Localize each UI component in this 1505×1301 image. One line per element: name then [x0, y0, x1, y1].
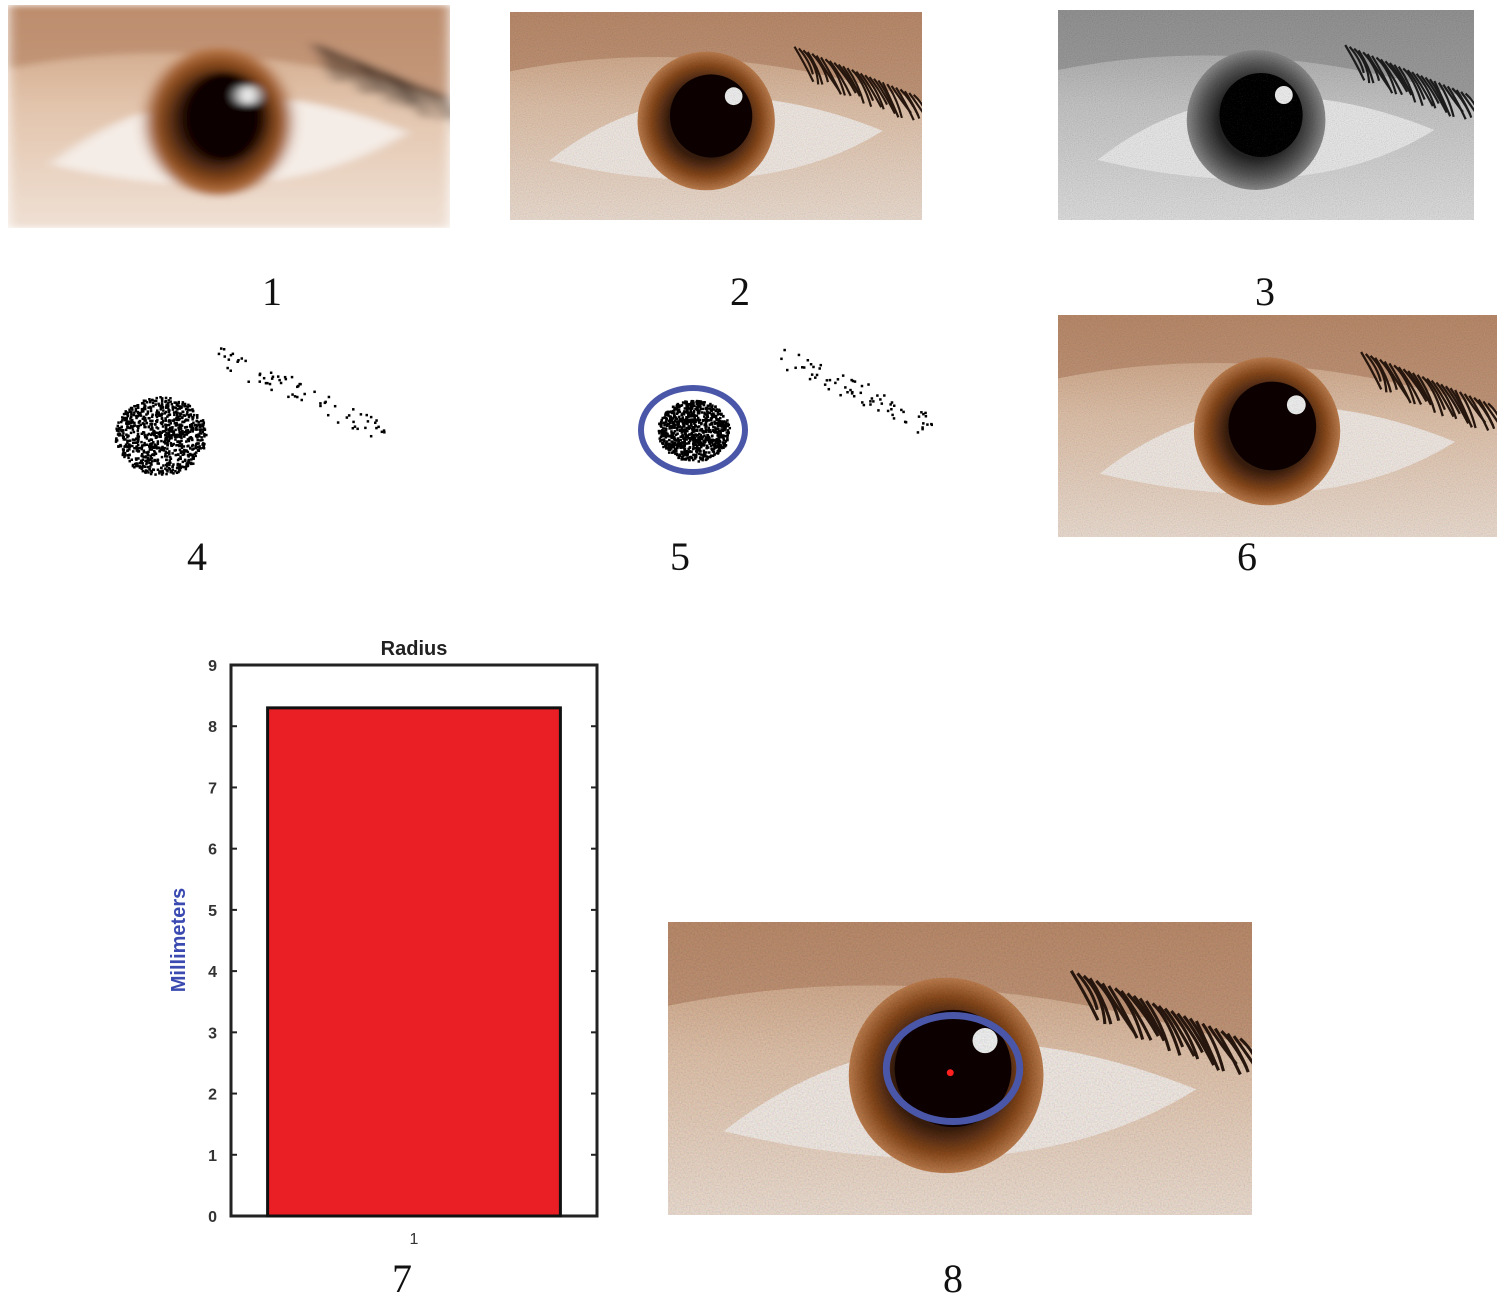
binary-points-with-circle-image [638, 348, 933, 475]
panel-3-grayscale-eye [1058, 10, 1474, 220]
restored-eye-image [1058, 315, 1497, 537]
x-tick-label: 1 [410, 1231, 419, 1248]
panel-label-1: 1 [262, 269, 282, 314]
grayscale-eye-image [1058, 10, 1474, 220]
highlight [238, 85, 258, 105]
detected-circle [638, 385, 748, 475]
highlight [1274, 86, 1293, 104]
pupil [669, 74, 753, 158]
y-tick-label: 6 [208, 842, 217, 859]
y-tick-label: 8 [208, 719, 217, 736]
highlight [972, 1028, 998, 1054]
y-tick-label: 9 [208, 658, 217, 675]
panel-8-eye-detected-pupil [668, 922, 1252, 1215]
y-tick-label: 5 [208, 903, 217, 920]
panel-label-5: 5 [670, 534, 690, 579]
panel-label-8: 8 [943, 1256, 963, 1301]
panel-label-6: 6 [1237, 534, 1257, 579]
pupil [1219, 73, 1303, 157]
y-tick-label: 7 [208, 780, 217, 797]
y-axis-label: Millimeters [168, 888, 190, 992]
eye-with-circle-image [668, 922, 1252, 1215]
highlight [724, 87, 743, 106]
panel-label-2: 2 [730, 269, 750, 314]
panel-4-binary-points [100, 340, 400, 490]
center-mark [946, 1069, 954, 1077]
bar-1 [266, 706, 562, 1218]
y-tick-label: 1 [208, 1148, 217, 1165]
radius-bar-chart: Radius Millimeters 0 1 2 3 4 5 6 7 8 9 1 [168, 638, 599, 1248]
panel-label-7: 7 [392, 1256, 412, 1301]
panel-1-blurred-eye [8, 5, 450, 228]
panel-6-restored-eye [1058, 315, 1497, 537]
y-tick-label: 3 [208, 1025, 217, 1042]
binary-points-image [114, 347, 386, 476]
y-tick-label: 4 [208, 964, 217, 981]
panel-5-detected-circle [633, 340, 933, 490]
y-tick-label: 0 [208, 1209, 217, 1226]
noisy-eye-image [510, 12, 922, 220]
panel-7-radius-chart: Radius Millimeters 0 1 2 3 4 5 6 7 8 9 1 [150, 630, 620, 1255]
panel-2-noisy-eye [510, 12, 922, 220]
y-tick-label: 2 [208, 1087, 217, 1104]
panel-label-3: 3 [1255, 269, 1275, 314]
pupil [1228, 381, 1317, 471]
blurred-eye-image [8, 5, 450, 228]
highlight [1286, 395, 1306, 415]
chart-title: Radius [381, 638, 448, 660]
pupil [179, 71, 268, 162]
detected-circle [882, 1011, 1024, 1126]
panel-label-4: 4 [187, 534, 207, 579]
